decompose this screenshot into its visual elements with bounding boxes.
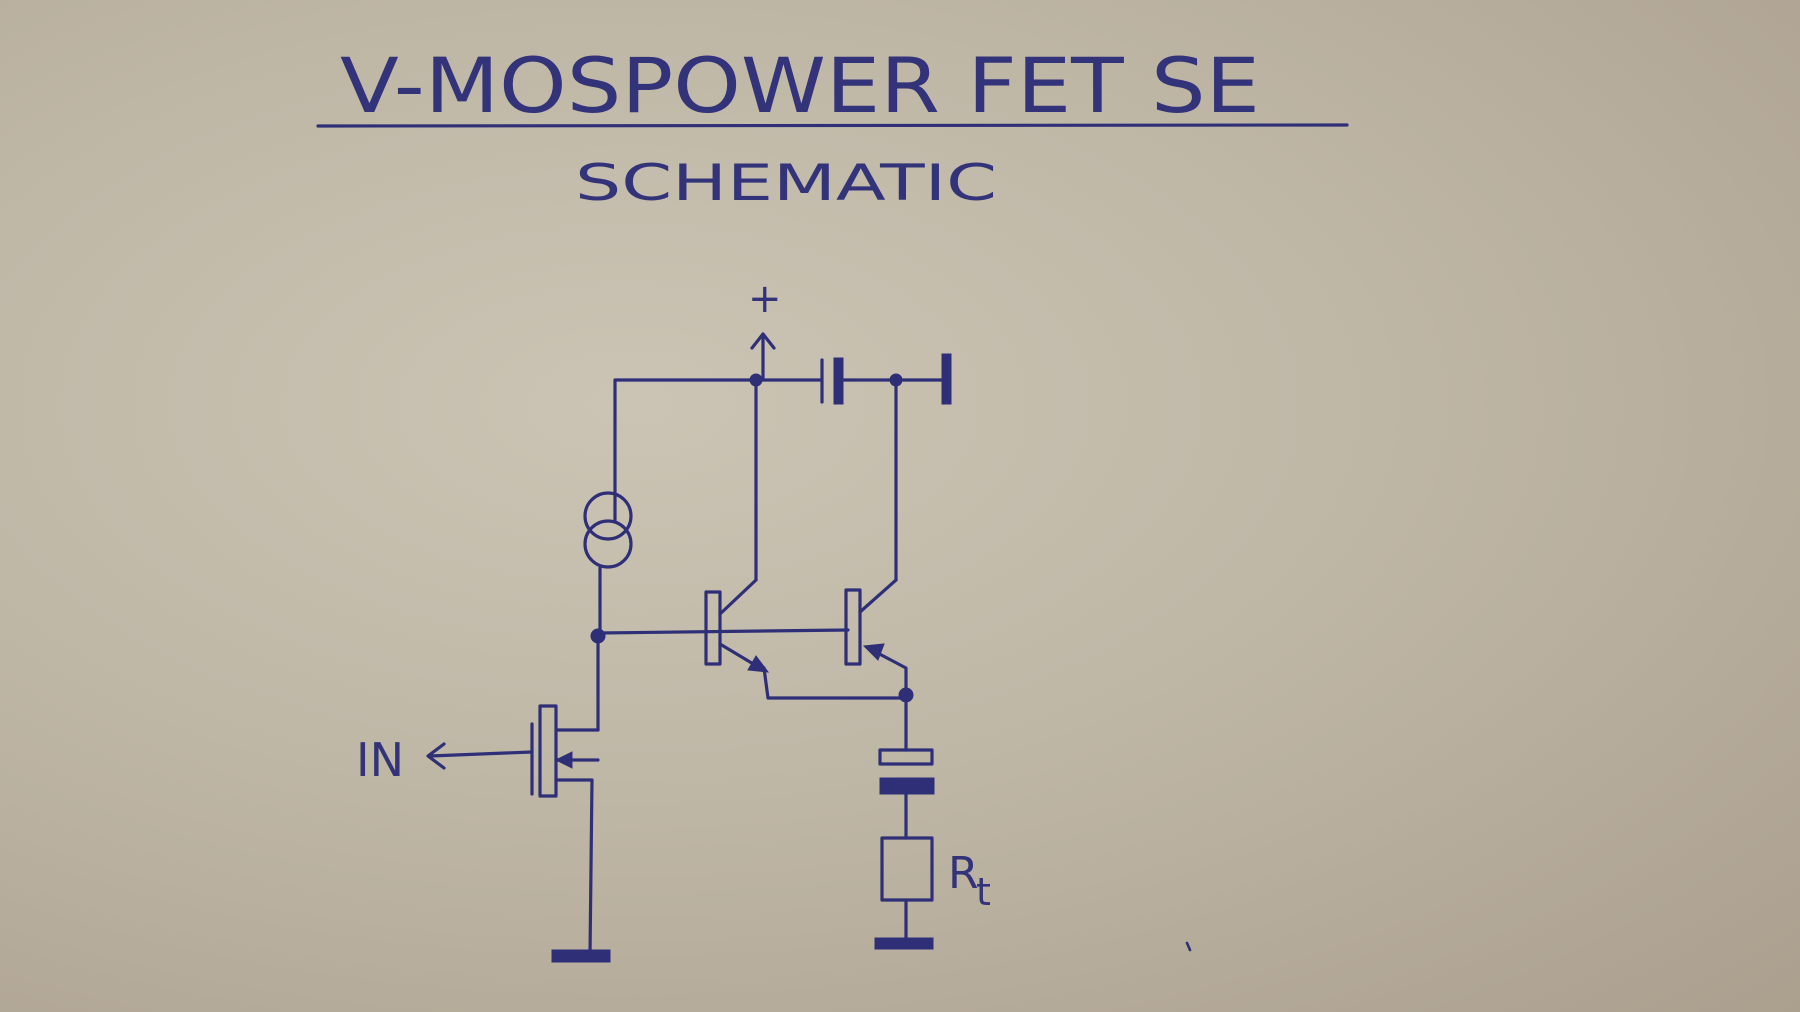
q2-collector (858, 578, 898, 614)
q2-emitter-arrow (862, 643, 885, 661)
emitter-link-wire (762, 666, 908, 700)
q1-collector (718, 578, 758, 616)
subtitle: SCHEMATIC (575, 154, 997, 212)
load-label-subscript: t (976, 870, 991, 914)
input-arrow (426, 742, 446, 770)
cap-plate-right (833, 357, 844, 405)
supply-arrow (750, 332, 776, 380)
pen-mark (1185, 941, 1192, 952)
output-cap-plate-bottom (879, 777, 935, 795)
base-wire (596, 628, 850, 635)
load-label: R (948, 848, 979, 899)
ground-bar-load (874, 937, 934, 950)
mosfet-arrow (554, 751, 573, 769)
current-source-top-circle (583, 491, 633, 541)
input-label: IN (356, 733, 404, 787)
q1-base-bar (704, 590, 722, 666)
mosfet-source-wire (554, 778, 594, 957)
q2-emitter (870, 648, 908, 696)
top-rail-wire (613, 378, 822, 522)
output-cap-plate-top (878, 748, 934, 766)
q2-base-bar (844, 588, 862, 666)
ground-bar-mosfet (551, 949, 611, 963)
title: V-MOSPOWER FET SE (340, 41, 1260, 130)
supply-label: + (748, 276, 782, 322)
mosfet-gate-plate (538, 704, 558, 798)
title-underline (316, 123, 1349, 128)
ground-bar-top (941, 353, 952, 405)
current-source-bottom-circle (583, 519, 633, 569)
input-wire (428, 750, 534, 758)
load-resistor (880, 836, 934, 902)
